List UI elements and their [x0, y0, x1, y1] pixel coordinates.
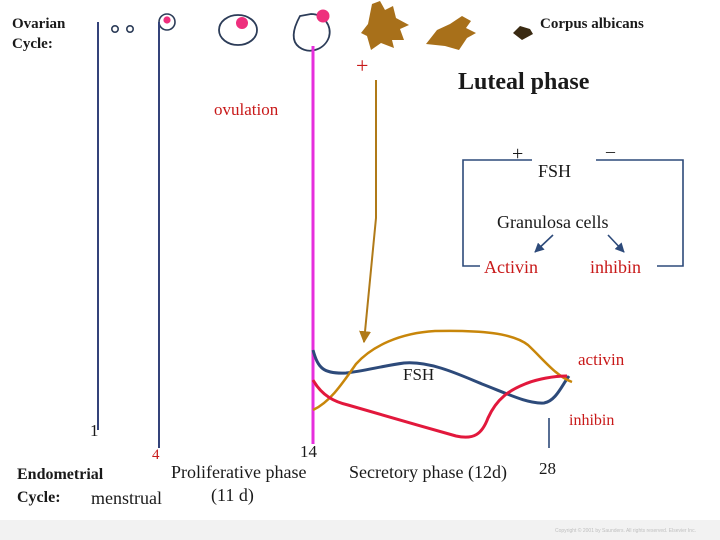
granulosa-to-inhibin-arrow — [607, 234, 625, 253]
fsh-curve — [311, 349, 571, 405]
fsh-curve-label: FSH — [403, 365, 435, 384]
proliferative-phase-label: Proliferative phase — [171, 462, 307, 482]
footer-strip — [0, 520, 720, 540]
inhibin-feedback-label: inhibin — [590, 257, 642, 277]
luteal-plus-sign: + — [356, 53, 369, 78]
secondary-follicle — [218, 14, 258, 46]
ovarian-cycle-label-line1: Ovarian — [12, 16, 66, 32]
graafian-follicle — [292, 9, 331, 52]
hormone-curves — [311, 329, 573, 448]
secretory-phase-label: Secretory phase (12d) — [349, 462, 507, 482]
proliferative-duration-label: (11 d) — [211, 485, 254, 505]
activin-curve — [312, 329, 573, 412]
activin-curve-label: activin — [578, 350, 625, 369]
granulosa-to-activin-arrow — [534, 234, 554, 253]
corpus-albicans-label: Corpus albicans — [540, 16, 644, 32]
day-28-label: 28 — [539, 459, 556, 478]
endometrial-cycle-label-line2: Cycle: — [17, 489, 61, 506]
inhibin-curve — [311, 374, 568, 439]
feedback-plus-sign: + — [512, 143, 524, 165]
fsh-feedback-label: FSH — [538, 161, 572, 181]
regressing-corpus-luteum — [426, 16, 476, 50]
feedback-minus-sign: – — [606, 141, 615, 161]
luteal-arrow — [359, 80, 377, 344]
day-4-label: 4 — [152, 447, 160, 463]
primordial-follicle — [126, 24, 135, 33]
corpus-luteum — [361, 1, 409, 50]
ovarian-cycle-label-line2: Cycle: — [12, 36, 53, 52]
day-1-label: 1 — [90, 421, 99, 440]
activin-feedback-label: Activin — [484, 257, 538, 277]
feedback-loop — [462, 159, 684, 267]
endometrial-cycle-label-line1: Endometrial — [17, 466, 104, 483]
copyright-notice: Copyright © 2001 by Saunders. All rights… — [555, 528, 696, 534]
day-14-label: 14 — [300, 442, 317, 461]
corpus-albicans — [513, 26, 533, 40]
ovulation-label: ovulation — [214, 100, 279, 119]
luteal-phase-label: Luteal phase — [458, 69, 590, 95]
follicle-development-sequence — [111, 1, 533, 52]
inhibin-curve-label: inhibin — [569, 412, 615, 429]
granulosa-cells-label: Granulosa cells — [497, 212, 609, 232]
menstrual-label: menstrual — [91, 488, 162, 508]
primordial-follicle — [111, 24, 120, 33]
primary-follicle — [158, 13, 176, 31]
